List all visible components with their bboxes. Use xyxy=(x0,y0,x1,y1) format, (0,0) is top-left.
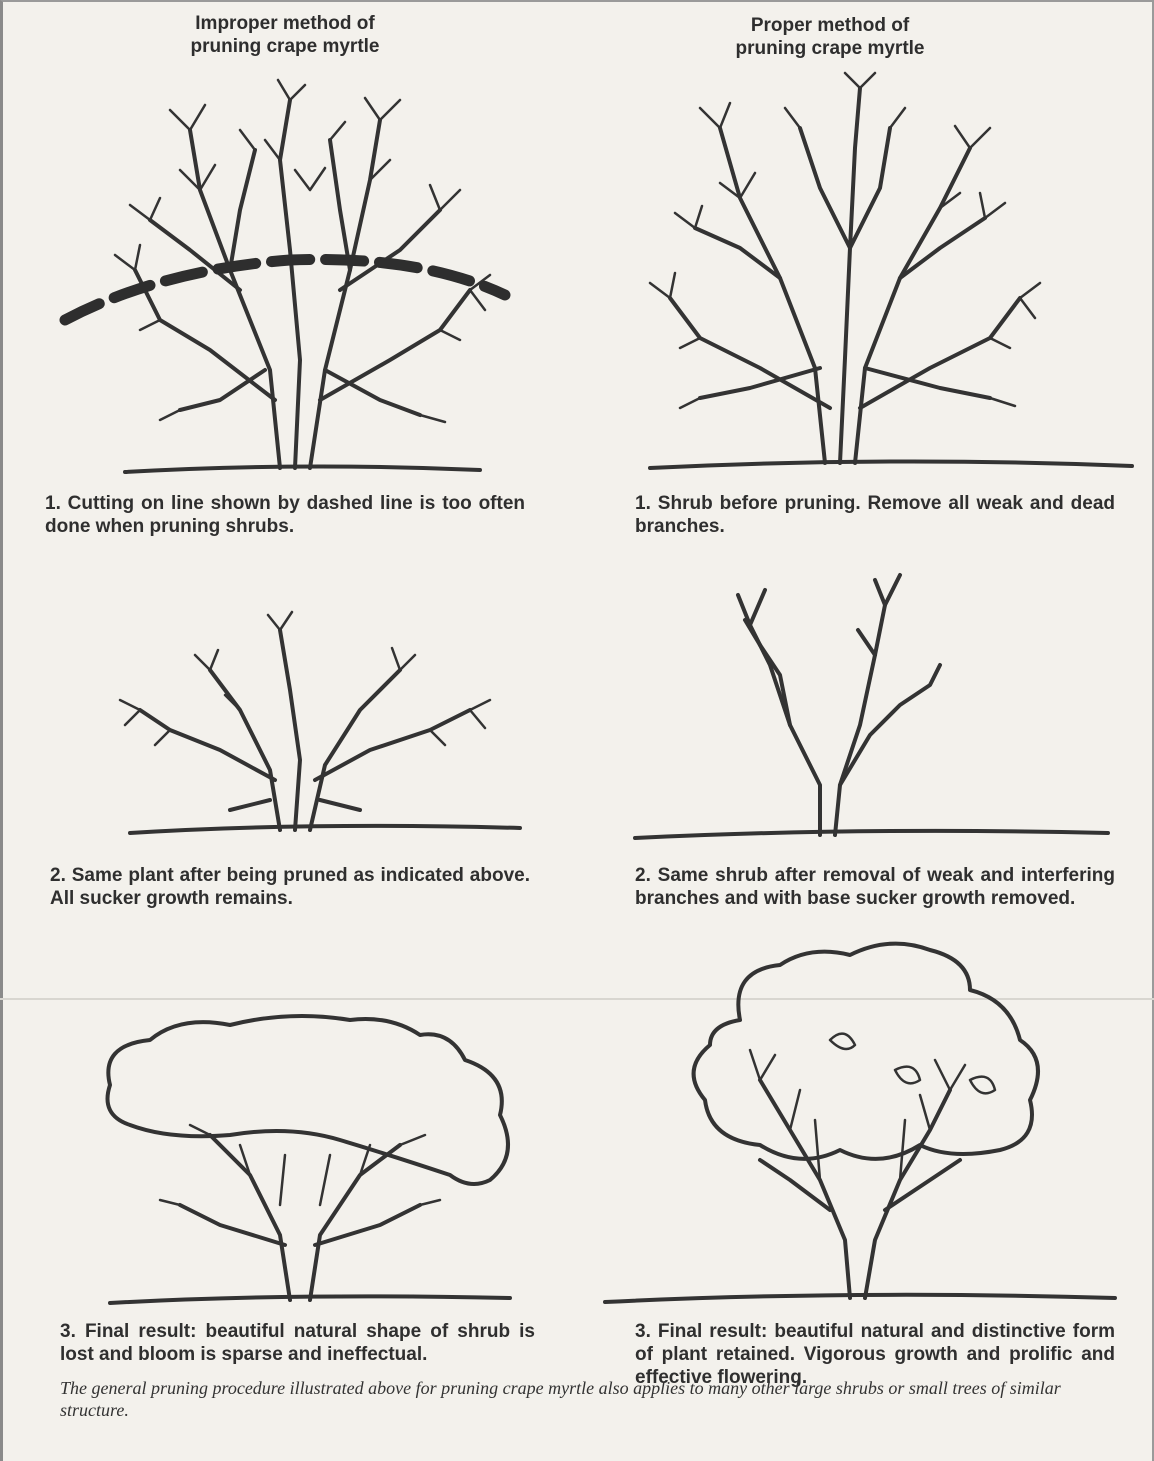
left-caption-3: 3. Final result: beautiful natural shape… xyxy=(60,1320,535,1366)
shrub-before-pruning-illustration xyxy=(640,68,1140,478)
left-title-line1: Improper method of xyxy=(150,12,420,35)
right-caption-1: 1. Shrub before pruning. Remove all weak… xyxy=(635,492,1115,538)
left-column-title: Improper method of pruning crape myrtle xyxy=(150,12,420,58)
left-caption-1: 1. Cutting on line shown by dashed line … xyxy=(45,492,525,538)
right-caption-2: 2. Same shrub after removal of weak and … xyxy=(635,864,1115,910)
left-title-line2: pruning crape myrtle xyxy=(150,35,420,58)
right-title-line2: pruning crape myrtle xyxy=(695,37,965,60)
final-tree-proper-illustration xyxy=(600,930,1120,1310)
pruned-shrub-illustration xyxy=(110,600,530,840)
thinned-shrub-illustration xyxy=(630,565,1110,845)
footer-note: The general pruning procedure illustrate… xyxy=(60,1377,1120,1421)
right-column-title: Proper method of pruning crape myrtle xyxy=(695,14,965,60)
left-caption-2: 2. Same plant after being pruned as indi… xyxy=(50,864,530,910)
right-title-line1: Proper method of xyxy=(695,14,965,37)
final-shrub-improper-illustration xyxy=(90,1005,530,1310)
dense-shrub-with-cut-line-illustration xyxy=(40,70,540,480)
